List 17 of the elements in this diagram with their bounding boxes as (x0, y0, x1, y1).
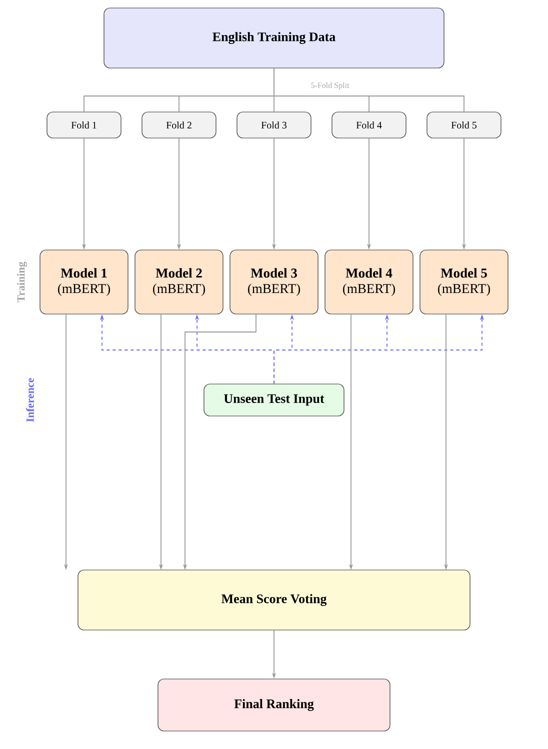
fold-box: Fold 2 (142, 112, 216, 138)
data-box: English Training Data (104, 8, 444, 68)
model-box: Model 5 (mBERT) (420, 250, 508, 314)
model-box: Model 3 (mBERT) (230, 250, 318, 314)
model-box: Model 4 (mBERT) (324, 250, 414, 314)
voting-box: Mean Score Voting (78, 570, 470, 630)
fold-box: Fold 4 (332, 112, 406, 138)
input-box: Unseen Test Input (204, 384, 344, 416)
fold-box: Fold 5 (426, 112, 502, 138)
model-box: Model 2 (mBERT) (134, 250, 224, 314)
split-label: 5-Fold Split (310, 81, 350, 91)
fold-box: Fold 3 (236, 112, 312, 138)
output-box: Final Ranking (158, 678, 390, 732)
stage-label: Inference (25, 376, 35, 424)
model-box: Model 1 (mBERT) (40, 250, 128, 314)
fold-box: Fold 1 (46, 112, 122, 138)
stage-label: Training (16, 260, 28, 304)
